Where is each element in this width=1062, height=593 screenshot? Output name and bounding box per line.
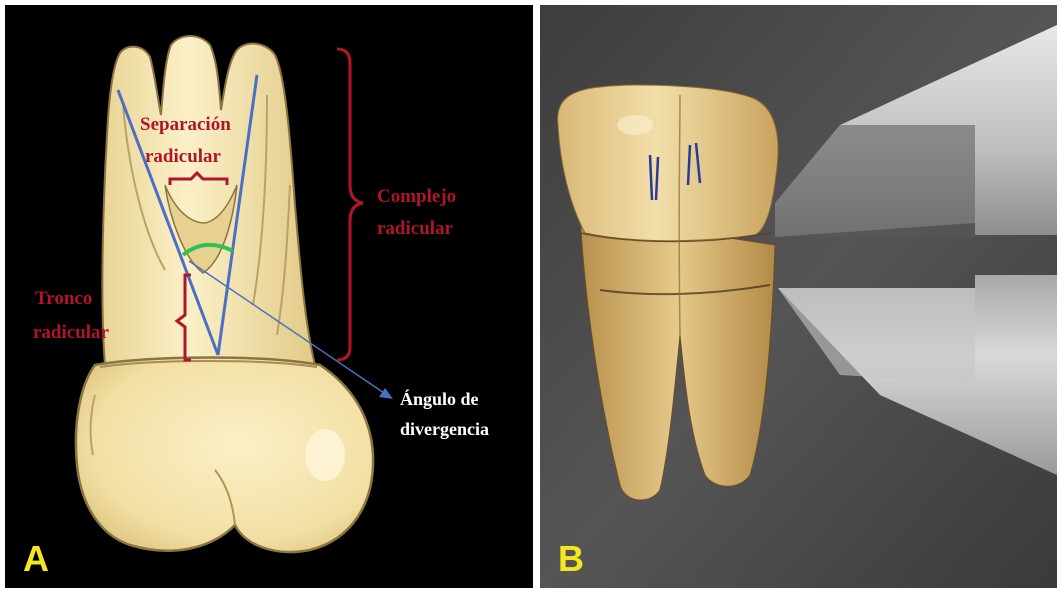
label-root-separation-1: Separación [140,113,231,137]
panel-letter-a: A [23,540,49,578]
label-root-trunk-1: Tronco [35,287,92,311]
tooth-photo [540,5,1057,588]
label-root-complex-1: Complejo [377,185,456,209]
crown-highlight [305,429,345,481]
panel-a-illustration: Separación radicular Complejo radicular … [5,5,533,588]
divergence-arrow-head [379,388,393,399]
label-divergence-angle-1: Ángulo de [400,387,479,411]
panel-b-photo: B [540,5,1057,588]
crown-highlight-photo [617,115,653,135]
label-divergence-angle-2: divergencia [400,417,489,441]
label-root-separation-2: radicular [145,145,221,169]
label-root-trunk-2: radicular [33,321,109,345]
tooth-crown-photo [558,85,778,241]
tooth-roots [102,36,315,365]
panel-letter-b: B [558,540,584,578]
root-complex-bracket [337,49,363,360]
label-root-complex-2: radicular [377,217,453,241]
crown-groove-photo [679,95,680,335]
